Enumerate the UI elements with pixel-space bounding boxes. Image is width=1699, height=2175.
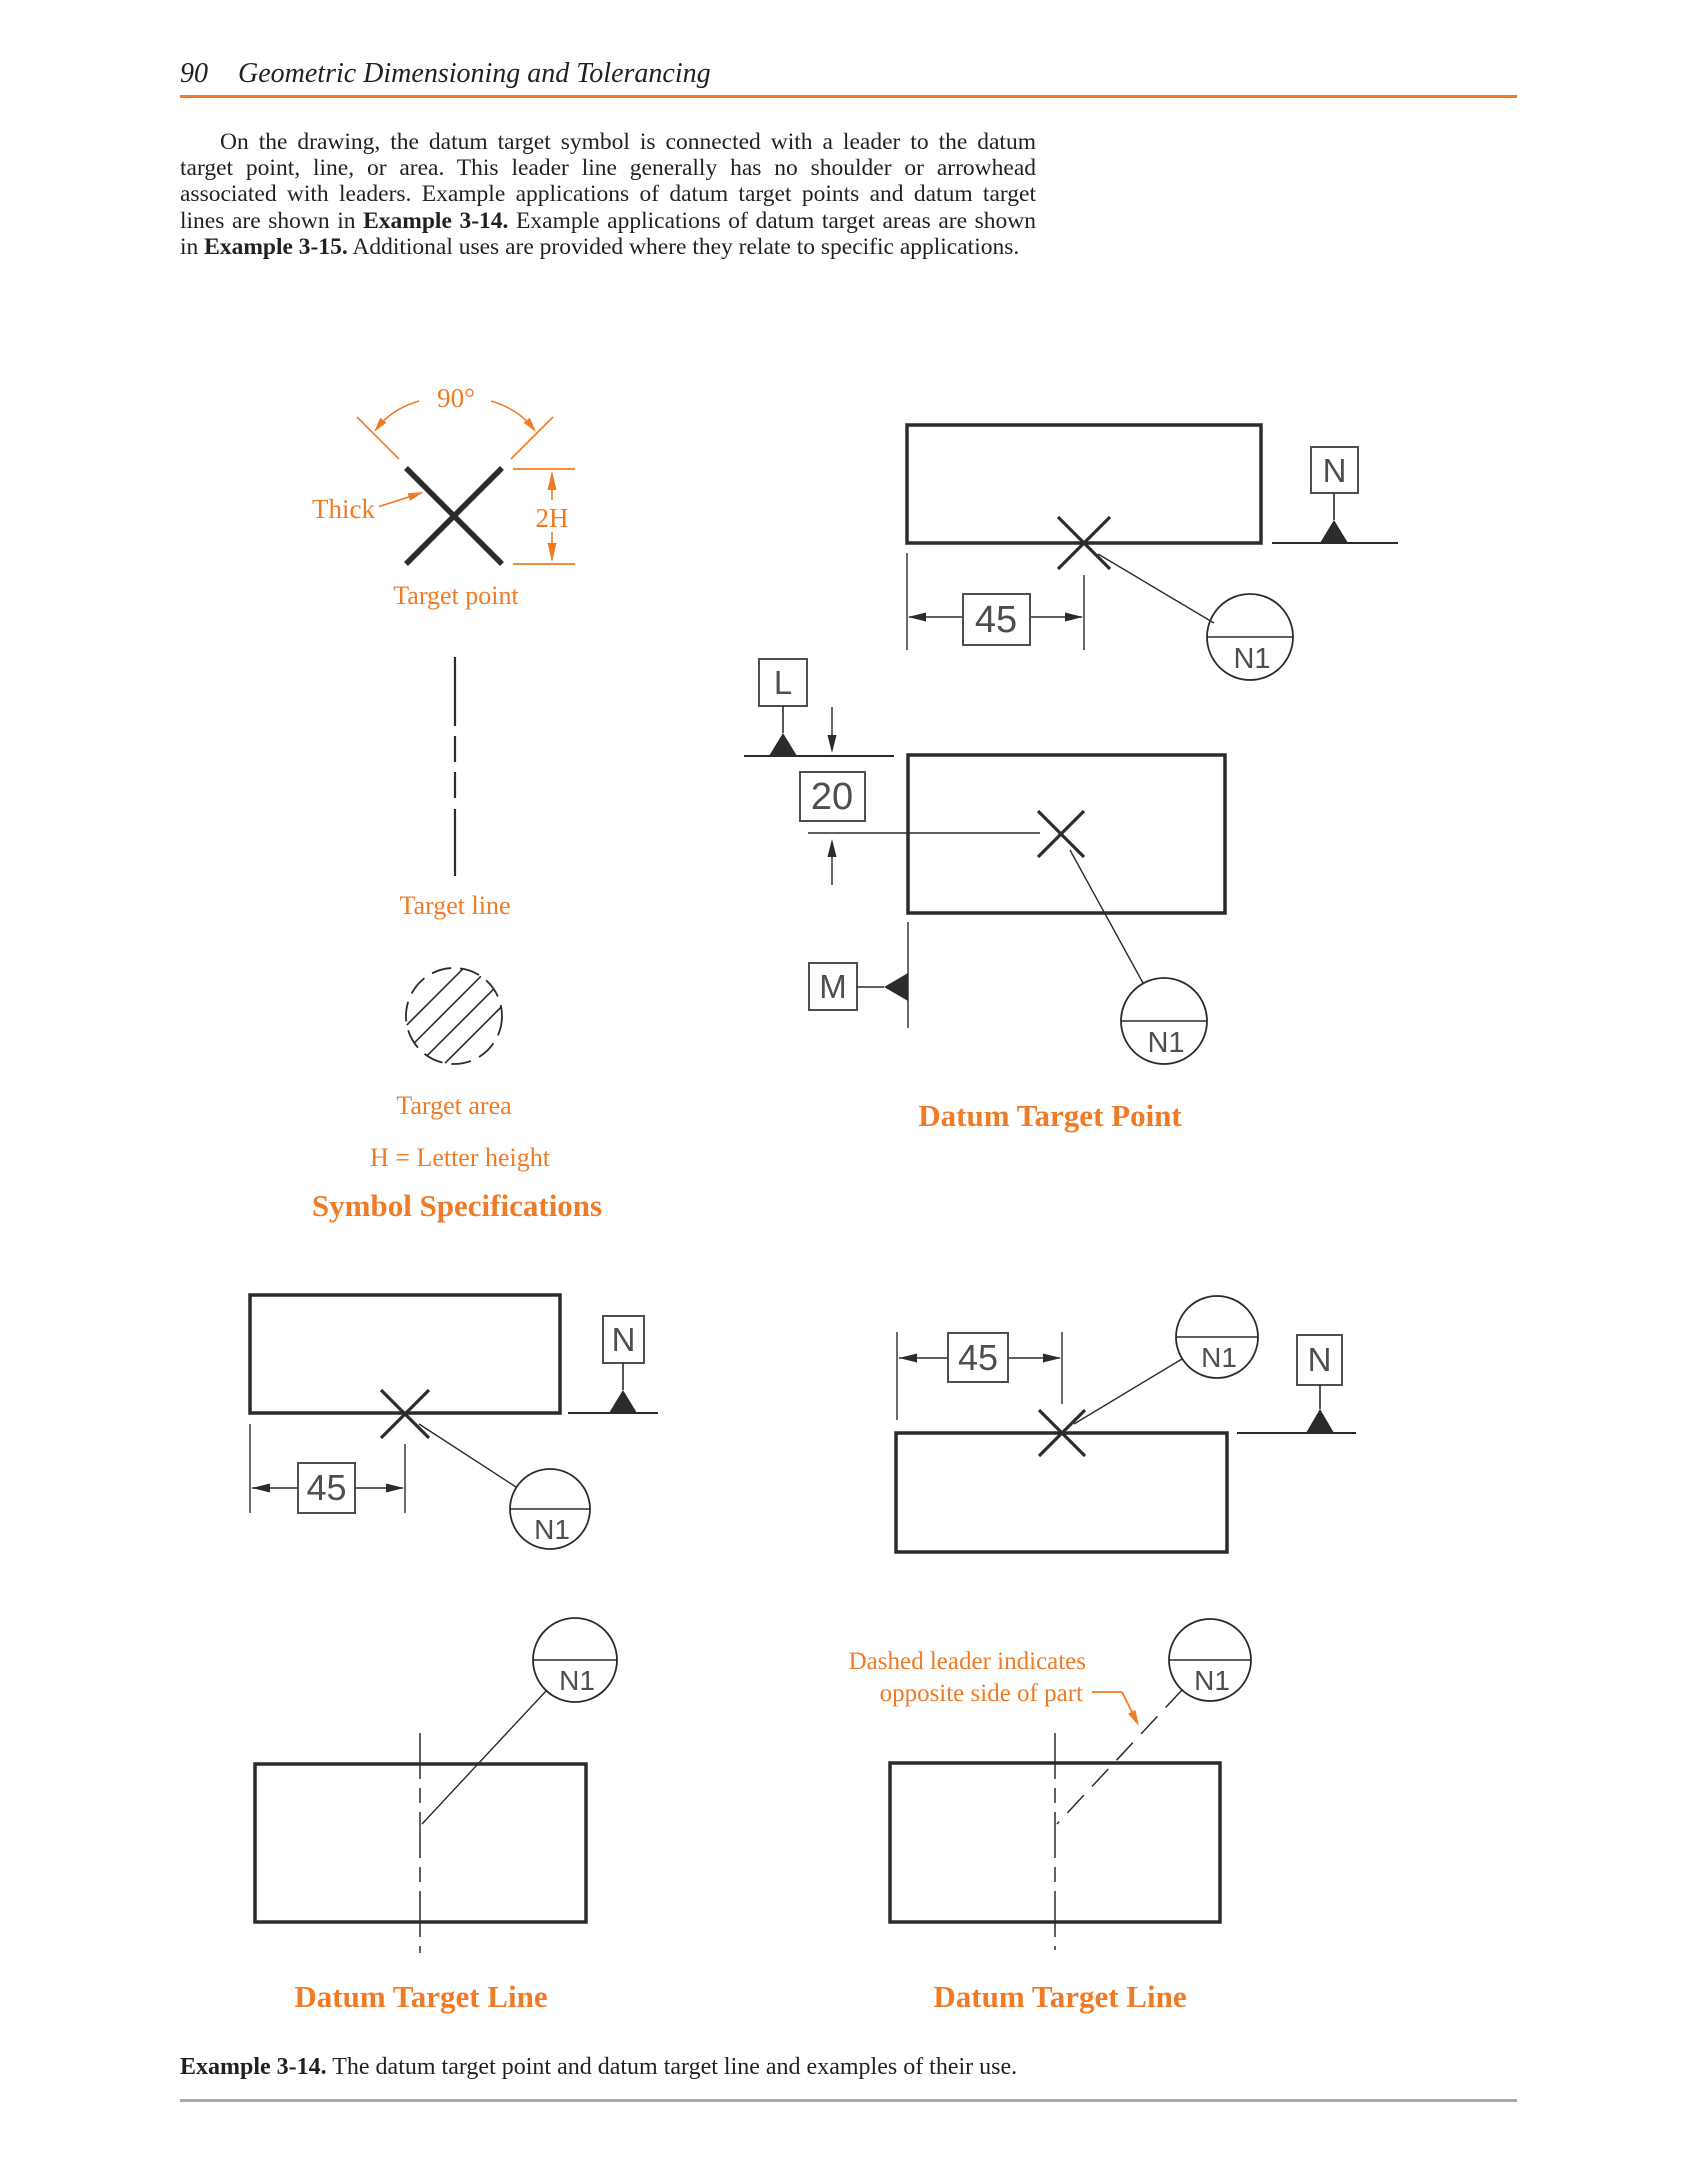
dimension-box [947, 1332, 1009, 1383]
arrowhead-icon [547, 543, 557, 562]
example-ref-3-15: Example 3-15. [204, 234, 348, 261]
part-outline [906, 753, 1227, 915]
dimension-value: 45 [958, 1337, 998, 1378]
datum-target-id: N1 [1233, 643, 1270, 675]
leg-extension-line [510, 416, 554, 460]
datum-letter: L [774, 664, 792, 701]
paragraph-run: Example applications of datum target are… [180, 207, 1036, 261]
datum-target-id: N1 [1194, 1665, 1230, 1696]
target-line-label: Target line [399, 891, 510, 920]
page-header: 90 Geometric Dimensioning and Tolerancin… [180, 58, 711, 90]
arrowhead-icon [827, 735, 837, 753]
diagram-target-line-right: Dashed leader indicates opposite side of… [849, 1618, 1252, 2014]
part-outline [905, 423, 1263, 545]
part-outline [248, 1293, 562, 1415]
2h-label: 2H [536, 503, 569, 533]
footer-rule [180, 2099, 1517, 2102]
target-point-x-icon [1056, 515, 1112, 571]
arrowhead-icon [1043, 1353, 1061, 1363]
arrowhead-icon [1065, 612, 1083, 622]
caption-datum-target-point: Datum Target Point [918, 1098, 1182, 1133]
datum-letter: M [819, 968, 847, 1005]
note-pointer-line [1121, 1691, 1134, 1715]
angle-label: 90° [437, 383, 475, 413]
diagram-target-point-2: L 20 M N1 Datum [744, 658, 1227, 1133]
dashed-leader-note-line2: opposite side of part [880, 1680, 1083, 1707]
thick-pointer-line [378, 495, 413, 508]
dashed-target-leader-line [1056, 1689, 1183, 1825]
figure-caption-text: The datum target point and datum target … [326, 2054, 1018, 2080]
dimension-box [799, 771, 866, 822]
arrowhead-icon [386, 1483, 404, 1493]
dimension-value: 45 [306, 1467, 346, 1508]
target-leader-line [1069, 849, 1144, 984]
target-leader-line [421, 1690, 547, 1825]
arrowhead-icon [1128, 1709, 1139, 1726]
header-rule [180, 95, 1517, 98]
caption-datum-target-line: Datum Target Line [933, 1979, 1186, 2014]
figure-caption-label: Example 3-14. [180, 2054, 327, 2080]
dimension-value: 45 [975, 599, 1017, 641]
datum-triangle-icon [1320, 520, 1348, 543]
datum-letter: N [1323, 452, 1347, 489]
symbol-spec-target-point: 90° Thick 2H Target point [312, 383, 575, 610]
datum-triangle-icon [609, 1390, 637, 1413]
paragraph-run: On the drawing, the datum target symbol … [180, 128, 1036, 234]
diagram-mid-left: N 45 N1 [248, 1293, 658, 1550]
datum-triangle-icon [769, 733, 797, 756]
arrowhead-icon [407, 492, 424, 501]
datum-letter: N [612, 1321, 636, 1358]
target-point-x-icon [404, 466, 504, 566]
arrowhead-icon [523, 417, 536, 432]
hatch-line [426, 988, 495, 1057]
datum-target-id: N1 [1201, 1342, 1237, 1373]
diagram-mid-right: 45 N1 N [894, 1295, 1356, 1554]
symbol-spec-target-line: Target line [399, 657, 511, 920]
target-area-label: Target area [396, 1091, 512, 1120]
datum-target-id: N1 [1147, 1027, 1184, 1059]
page-number: 90 [180, 58, 208, 89]
diagram-target-point-1: N 45 N1 [905, 423, 1398, 681]
arrowhead-icon [252, 1483, 270, 1493]
example-ref-3-14: Example 3-14. [363, 207, 509, 234]
part-outline [894, 1431, 1229, 1554]
arrowhead-icon [827, 839, 837, 857]
target-point-label: Target point [393, 581, 519, 610]
leg-extension-line [356, 416, 400, 460]
arrowhead-icon [374, 417, 387, 432]
dashed-leader-note-line1: Dashed leader indicates [849, 1648, 1086, 1675]
target-point-x-icon [379, 1388, 431, 1440]
diagram-target-line-left: N1 Datum Target Line [253, 1617, 618, 2014]
symbol-spec-target-area: Target area H = Letter height Symbol Spe… [312, 967, 602, 1223]
target-leader-line [1073, 1358, 1183, 1425]
datum-target-id: N1 [534, 1514, 570, 1545]
letter-height-note: H = Letter height [370, 1143, 551, 1172]
symbol-spec-title: Symbol Specifications [312, 1188, 602, 1223]
target-leader-line [1097, 553, 1215, 624]
target-leader-line [418, 1423, 517, 1488]
datum-triangle-icon [1306, 1409, 1334, 1433]
arrowhead-icon [899, 1353, 917, 1363]
arrowhead-icon [908, 612, 926, 622]
dimension-box [962, 593, 1031, 646]
paragraph-run: Additional uses are provided where they … [347, 234, 1020, 261]
dimension-value: 20 [811, 776, 853, 818]
hatch-line [413, 975, 482, 1044]
dashed-circle [405, 967, 503, 1065]
hatch-line [406, 968, 464, 1026]
hatch-line [444, 1006, 502, 1064]
chapter-title: Geometric Dimensioning and Tolerancing [238, 58, 711, 89]
dimension-box [297, 1462, 356, 1514]
caption-datum-target-line: Datum Target Line [294, 1979, 547, 2014]
datum-target-id: N1 [559, 1665, 595, 1696]
datum-letter: N [1308, 1341, 1332, 1378]
target-point-x-icon [1036, 809, 1086, 859]
figure-caption: Example 3-14. The datum target point and… [180, 2054, 1520, 2081]
body-paragraph: On the drawing, the datum target symbol … [180, 125, 1036, 261]
datum-triangle-icon [884, 973, 908, 1001]
arrowhead-icon [547, 471, 557, 490]
thick-label: Thick [312, 494, 375, 524]
